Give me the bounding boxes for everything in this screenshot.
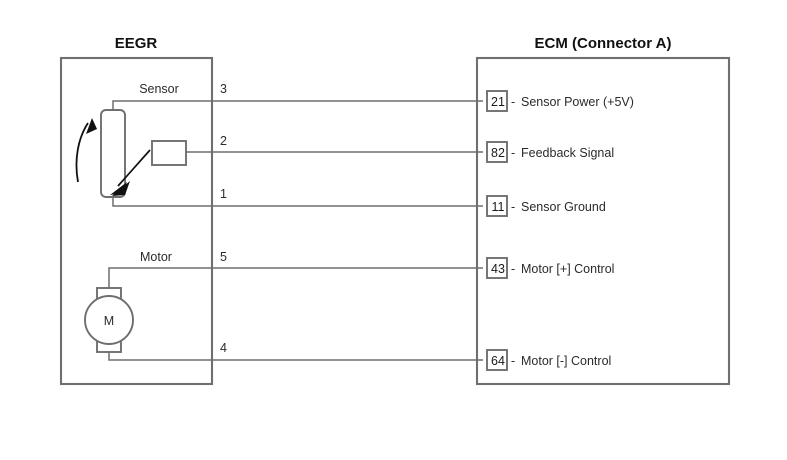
ecm-pin-separator-11: - [511,200,515,214]
ecm-pin-box-11 [486,195,508,217]
ecm-pin-row-82: 82 - Feedback Signal [486,141,614,163]
ecm-pin-number-64: 64 [491,354,505,368]
ecm-pin-row-21: 21 - Sensor Power (+5V) [486,90,634,112]
ecm-pin-description-11: Sensor Ground [521,200,606,214]
wire-sensor-power-internal [112,100,212,110]
ecm-pin-separator-64: - [511,354,515,368]
ecm-title: ECM (Connector A) [535,35,672,52]
wiper-arrowhead [110,182,127,195]
ecm-enclosure [475,56,731,386]
wiper-arm [117,149,151,187]
wiper-arrowhead-fill [112,181,130,196]
eegr-terminal-3: 3 [220,82,227,96]
adjustment-arrowhead [86,118,97,134]
sensor-section-label: Sensor [139,82,179,96]
potentiometer-body [100,109,126,198]
motor-armature [84,295,134,345]
ecm-pin-row-43: 43 - Motor [+] Control [486,257,614,279]
ecm-pin-description-64: Motor [-] Control [521,354,611,368]
adjustment-curve [75,122,89,183]
ecm-pin-box-43 [486,257,508,279]
ecm-pin-box-21 [486,90,508,112]
eegr-terminal-1: 1 [220,187,227,201]
ecm-pin-description-82: Feedback Signal [521,146,614,160]
eegr-terminal-4: 4 [220,341,227,355]
wire-motor-minus-internal [108,352,212,361]
ecm-pin-number-21: 21 [491,95,505,109]
eegr-enclosure [59,56,214,386]
motor-section-label: Motor [140,250,172,264]
ecm-pin-separator-82: - [511,146,515,160]
motor-symbol-label: M [104,314,114,328]
wire-sensor-ground-internal [112,197,212,207]
ecm-pin-description-43: Motor [+] Control [521,262,614,276]
ecm-pin-separator-43: - [511,262,515,276]
ecm-pin-number-43: 43 [491,262,505,276]
wiper-contact-block [151,140,187,166]
ecm-pin-number-11: 11 [492,200,505,214]
ecm-pin-separator-21: - [511,95,515,109]
ecm-pin-box-64 [486,349,508,371]
eegr-terminal-5: 5 [220,250,227,264]
ecm-pin-description-21: Sensor Power (+5V) [521,95,634,109]
ecm-pin-number-82: 82 [491,146,505,160]
ecm-pin-row-11: 11 - Sensor Ground [486,195,606,217]
eegr-terminal-2: 2 [220,134,227,148]
eegr-title: EEGR [115,35,158,52]
ecm-pin-row-64: 64 - Motor [-] Control [486,349,611,371]
ecm-pin-box-82 [486,141,508,163]
wire-motor-plus-internal [108,267,212,288]
